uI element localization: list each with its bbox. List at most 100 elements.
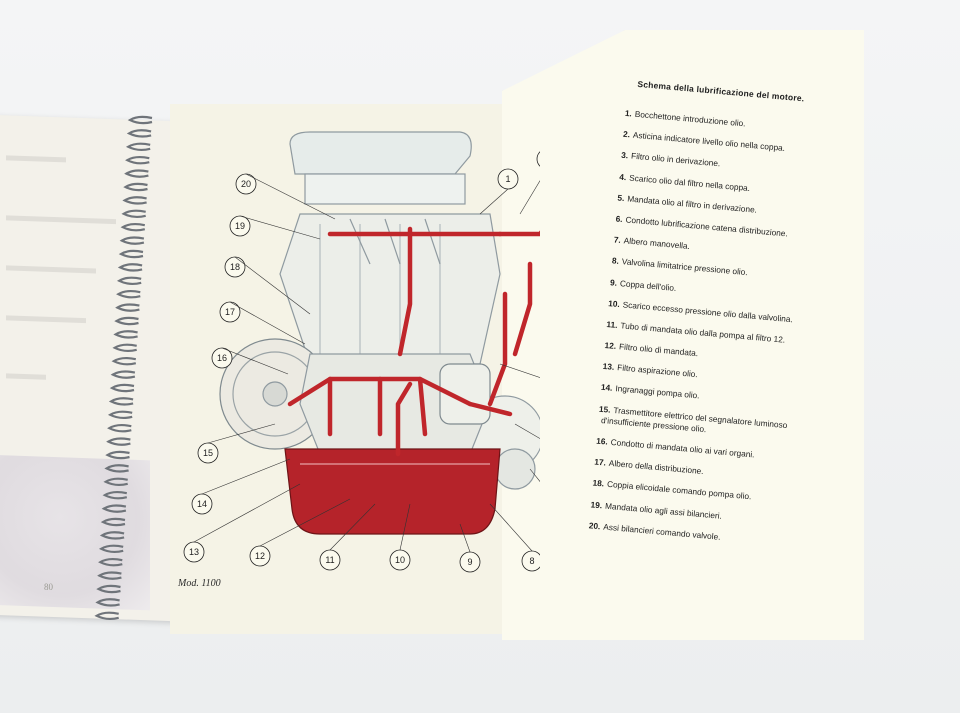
callout-19: 19: [229, 215, 251, 237]
legend-item-number: 7.: [613, 234, 622, 246]
spiral-coil: [117, 263, 143, 272]
legend-item-number: 15.: [598, 403, 612, 415]
legend-item-number: 8.: [611, 255, 620, 267]
spiral-coil: [105, 450, 130, 460]
legend-item-text: Scarico olio dal filtro nella coppa.: [628, 172, 751, 193]
legend-item-number: 5.: [617, 192, 625, 203]
legend-item-text: Condotto lubrificazione catena distribuz…: [625, 214, 789, 239]
spiral-coil: [112, 343, 137, 353]
spiral-coil: [121, 209, 146, 219]
legend-item-text: Ingranaggi pompa olio.: [614, 383, 700, 401]
spiral-coil: [126, 129, 152, 138]
spiral-binding: [94, 115, 153, 621]
legend-item-text: Coppa dell'olio.: [619, 277, 677, 293]
legend-item-number: 2.: [622, 128, 631, 140]
spiral-coil: [98, 557, 123, 567]
legend-item-number: 11.: [606, 318, 618, 330]
spiral-coil: [95, 598, 120, 607]
svg-text:10: 10: [395, 555, 405, 565]
svg-text:17: 17: [225, 307, 235, 317]
spiral-coil: [107, 410, 133, 420]
legend-item-number: 14.: [600, 382, 613, 394]
spiral-coil: [98, 544, 124, 554]
spiral-coil: [99, 531, 125, 540]
legend-item-number: 17.: [593, 456, 607, 468]
leader-lines: [193, 173, 540, 553]
spiral-coil: [111, 356, 137, 366]
oil-channels: [287, 226, 540, 457]
page-number: 80: [44, 582, 53, 592]
faded-text-line: [6, 373, 46, 380]
spiral-coil: [94, 611, 119, 621]
callout-17: 17: [219, 301, 241, 323]
legend-item-text: Condotto di mandata olio ai vari organi.: [610, 436, 756, 460]
svg-text:20: 20: [241, 179, 251, 189]
svg-text:1: 1: [505, 174, 510, 184]
spiral-coil: [107, 423, 132, 433]
spiral-coil: [109, 383, 135, 393]
spiral-coil: [123, 182, 148, 192]
spiral-coil: [127, 115, 153, 125]
spiral-coil: [104, 464, 129, 473]
legend-item-number: 3.: [620, 150, 629, 161]
callout-20: 20: [235, 173, 257, 195]
callout-14: 14: [191, 493, 213, 515]
legend-list: 1.Bocchettone introduzione olio.2.Astici…: [588, 108, 844, 549]
legend-item-text: Mandata olio agli assi bilancieri.: [604, 500, 723, 521]
spiral-coil: [120, 222, 146, 232]
spiral-coil: [102, 490, 128, 500]
legend-item-number: 12.: [604, 340, 617, 352]
spiral-coil: [114, 316, 139, 326]
callout-1: 1: [497, 168, 519, 190]
callout-10: 10: [389, 549, 411, 571]
svg-text:9: 9: [467, 557, 472, 567]
svg-text:16: 16: [217, 353, 227, 363]
legend-item-text: Assi bilancieri comando valvole.: [602, 521, 721, 542]
spiral-coil: [125, 155, 150, 165]
callout-8: 8: [521, 550, 540, 572]
callout-12: 12: [249, 545, 271, 567]
engine-lubrication-diagram: 1 2 3 4 5 6 7: [183, 131, 540, 573]
spiral-coil: [116, 289, 141, 299]
legend-item-text: Valvolina limitatrice pressione olio.: [621, 256, 749, 278]
legend: Schema della lubrificazione del motore. …: [587, 78, 847, 560]
spiral-coil: [96, 584, 121, 594]
callout-11: 11: [319, 549, 341, 571]
svg-text:12: 12: [255, 551, 265, 561]
engine-outline: [219, 131, 540, 490]
callout-15: 15: [197, 442, 219, 464]
faded-text-line: [6, 155, 66, 163]
legend-item-number: 9.: [609, 276, 618, 288]
legend-item-number: 1.: [624, 107, 633, 119]
spiral-coil: [116, 276, 142, 286]
svg-text:15: 15: [203, 448, 213, 458]
svg-text:8: 8: [529, 556, 534, 566]
legend-item-number: 4.: [618, 171, 627, 182]
callout-13: 13: [183, 541, 205, 563]
legend-item-number: 19.: [590, 498, 603, 510]
spiral-coils: [94, 115, 153, 621]
legend-item-text: Albero della distribuzione.: [608, 458, 705, 477]
svg-text:13: 13: [189, 547, 199, 557]
legend-item-text: Tubo di mandata olio dalla pompa al filt…: [620, 320, 786, 345]
svg-text:11: 11: [325, 555, 334, 565]
callout-2: 2: [536, 151, 540, 167]
legend-item-text: Filtro olio in derivazione.: [630, 150, 721, 169]
spiral-coil: [125, 142, 151, 152]
legend-item-text: Asticina indicatore livello olio nella c…: [632, 129, 786, 154]
svg-text:14: 14: [197, 499, 207, 509]
legend-item-number: 20.: [588, 520, 601, 532]
spiral-coil: [119, 236, 145, 245]
spiral-coil: [97, 571, 122, 580]
legend-item-text: Filtro aspirazione olio.: [616, 362, 699, 380]
svg-text:19: 19: [235, 221, 245, 231]
legend-item-text: Scarico eccesso pressione olio dalla val…: [622, 299, 794, 324]
spiral-coil: [115, 303, 140, 312]
spiral-coil: [118, 249, 144, 259]
legend-item-text: Coppia elicoidale comando pompa olio.: [606, 479, 752, 502]
legend-item-number: 16.: [595, 435, 609, 447]
spiral-coil: [101, 504, 127, 513]
callout-18: 18: [224, 256, 246, 278]
oil-sump: [284, 448, 501, 535]
